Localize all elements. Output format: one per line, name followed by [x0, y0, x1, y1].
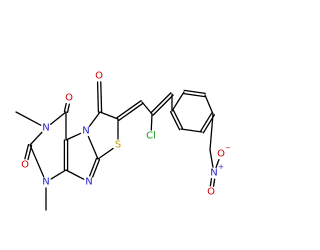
bond-29-a0 — [171, 100, 179, 112]
bond-19-a1 — [118, 111, 132, 121]
bond-25-a0 — [204, 94, 210, 106]
bond-8-a0 — [50, 173, 60, 180]
bond-33-b0 — [212, 182, 215, 187]
methyl-nitrogen-bottom-label: N — [42, 177, 49, 188]
bond-32-a0 — [215, 162, 219, 169]
bond-6-b0 — [36, 160, 45, 178]
bond-17-b0 — [88, 118, 96, 127]
bond-11-b1 — [95, 158, 101, 169]
nitro-nitrogen-charge: + — [218, 163, 224, 171]
bond-3-b0 — [29, 138, 37, 146]
bond-lines — [15, 81, 220, 211]
bond-27-b0 — [180, 128, 193, 132]
bond-8-b0 — [57, 169, 67, 176]
bond-31-a0 — [209, 149, 213, 160]
bond-28-b0 — [169, 111, 176, 122]
bond-29-b0 — [177, 91, 185, 103]
left-carbonyl-oxygen-label: O — [21, 160, 29, 171]
bond-31-b0 — [210, 157, 214, 168]
bond-24-b1 — [193, 94, 206, 98]
bond-3-a0 — [35, 131, 43, 140]
fused-nitrogen-label: N — [82, 126, 89, 137]
nitro-oxygen-charge: − — [225, 144, 231, 152]
bond-5-b1 — [24, 151, 28, 160]
bond-12-b0 — [87, 135, 94, 149]
bond-32-b0 — [216, 158, 220, 165]
nitro-nitrogen-label: N — [210, 168, 217, 179]
bond-20-a0 — [141, 101, 148, 109]
bond-14-b0 — [104, 147, 114, 155]
imine-nitrogen-label: N — [85, 177, 92, 188]
bond-0-a0 — [63, 106, 66, 113]
bond-22-a1 — [152, 104, 164, 116]
bond-5-a1 — [26, 143, 30, 153]
bond-19-a0 — [116, 108, 130, 119]
chlorine-label: Cl — [146, 131, 156, 142]
bond-28-a1 — [177, 118, 184, 129]
thiazole-sulfur-label: S — [115, 140, 121, 151]
atom-labels: O O N N O N N S Cl N + O − O — [21, 71, 231, 198]
bond-13-a0 — [65, 136, 74, 141]
bond-28-b1 — [172, 109, 179, 120]
nitro-oxygen-label: O — [207, 187, 215, 198]
bond-1-a0 — [57, 111, 67, 119]
bond-30-a0 — [210, 113, 214, 133]
bond-0-b0 — [64, 102, 67, 109]
bond-26-a1 — [205, 112, 213, 123]
bond-11-a0 — [89, 166, 94, 177]
ketone-oxygen-label: O — [95, 71, 103, 82]
bond-0-a1 — [66, 107, 70, 113]
bond-5-b0 — [27, 151, 31, 161]
bond-24-a0 — [183, 89, 196, 93]
nitro-oxygen-minus-label: O — [217, 149, 225, 160]
bond-6-a0 — [29, 144, 38, 162]
bond-24-b0 — [194, 91, 206, 95]
bond-0-b1 — [67, 103, 70, 109]
bond-11-a1 — [92, 167, 97, 178]
bond-11-b0 — [92, 157, 98, 168]
bond-26-b1 — [199, 121, 207, 132]
bond-10-a0 — [65, 169, 76, 176]
bond-16-a0 — [108, 114, 119, 120]
bond-33-b1 — [209, 181, 212, 187]
methyl-nitrogen-left-label: N — [42, 123, 49, 134]
bond-14-a0 — [97, 153, 107, 160]
bond-4-b0 — [15, 111, 30, 120]
bond-27-a0 — [190, 129, 203, 133]
bond-24-a1 — [183, 92, 195, 96]
bond-22-a0 — [150, 102, 162, 114]
top-carbonyl-oxygen-label: O — [65, 93, 73, 104]
bond-28-a0 — [174, 120, 181, 131]
bond-19-b1 — [130, 102, 144, 113]
molecule-structure: O O N N O N N S Cl N + O − O — [15, 71, 231, 211]
bond-1-b0 — [50, 117, 59, 125]
bond-30-b0 — [209, 131, 213, 151]
bond-10-b0 — [74, 173, 85, 180]
bond-13-b0 — [72, 132, 82, 138]
bond-26-b0 — [202, 123, 210, 134]
bond-4-a0 — [27, 117, 42, 126]
bond-12-a0 — [92, 147, 99, 160]
bond-17-a0 — [94, 111, 101, 120]
bond-25-b0 — [208, 103, 214, 115]
bond-22-b0 — [160, 92, 172, 104]
bond-19-b0 — [128, 100, 142, 110]
